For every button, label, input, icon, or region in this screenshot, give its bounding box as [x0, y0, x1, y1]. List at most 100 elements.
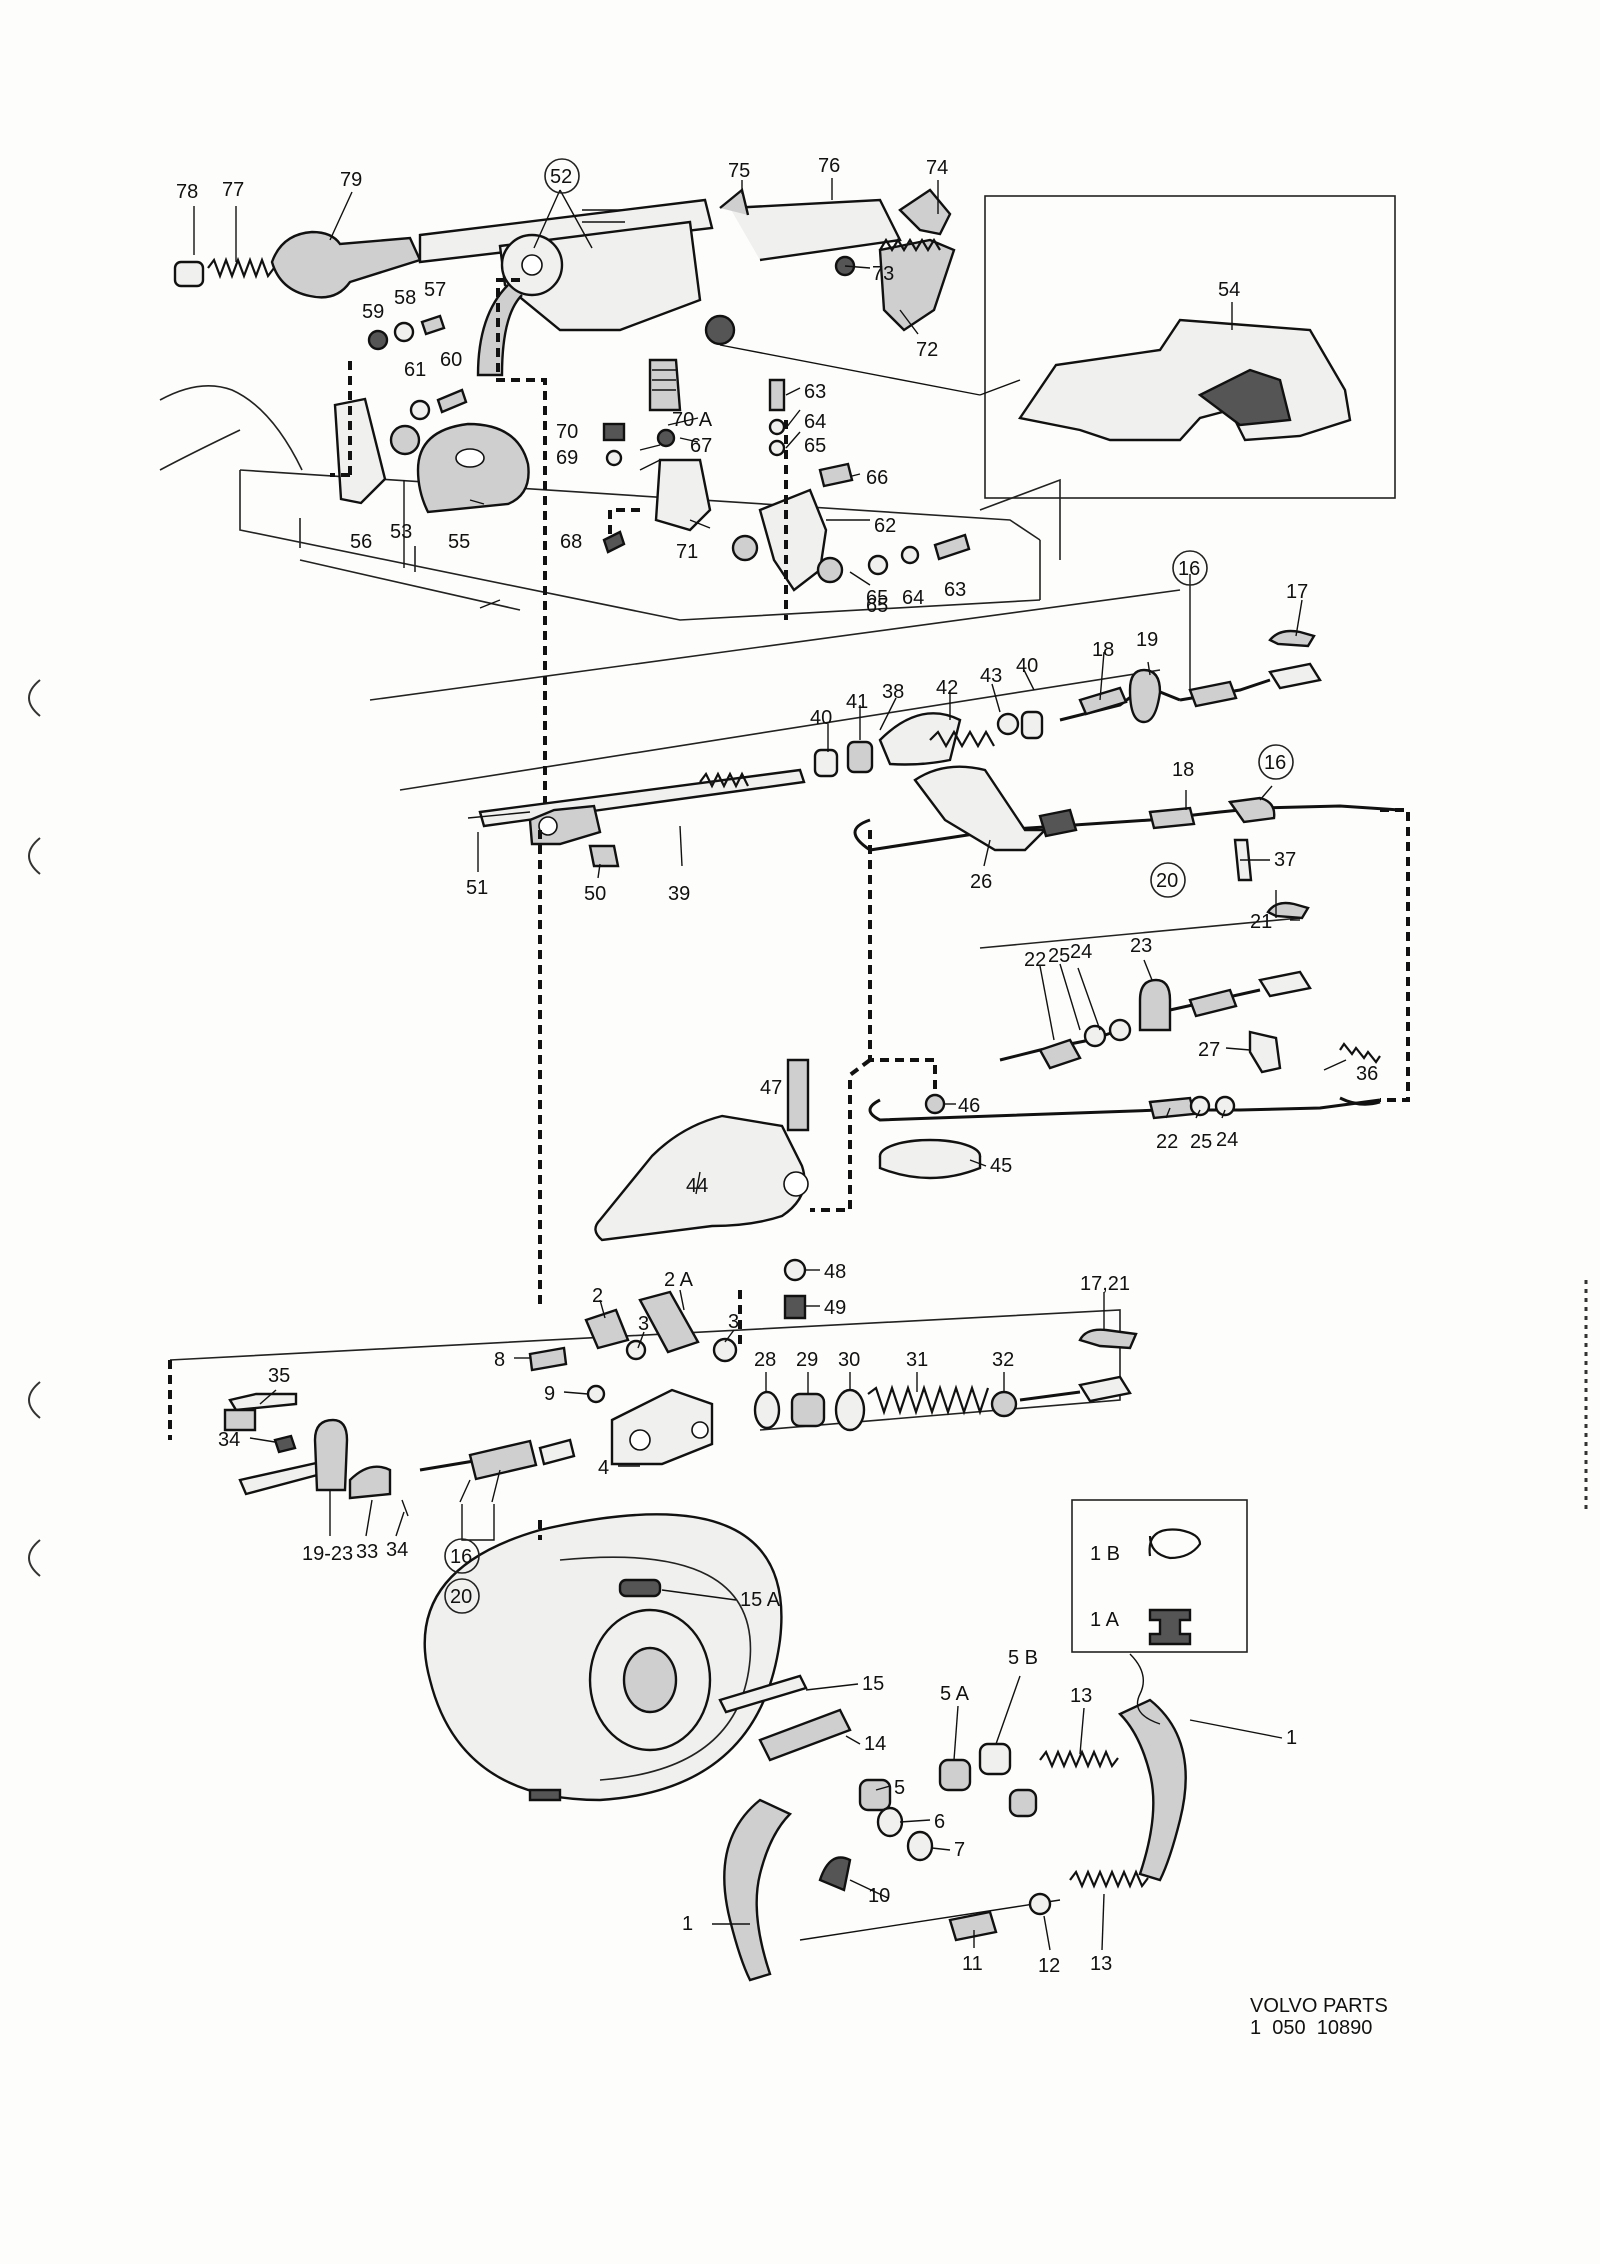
- label-26: 26: [970, 871, 992, 893]
- label-61: 61: [404, 359, 426, 381]
- pawl-rod-75: [719, 187, 750, 216]
- label-21-upper: 21: [1250, 911, 1272, 933]
- label-65-top: 65: [804, 435, 826, 457]
- nut-40-high: [1020, 710, 1044, 740]
- leader-lines: [193, 178, 1347, 1951]
- washer-9: [586, 1384, 606, 1404]
- rear-cable-adjuster: [467, 629, 1322, 868]
- label-15: 15: [862, 1673, 884, 1695]
- label-19-23: 19-23: [302, 1543, 353, 1565]
- bolt-66: [818, 462, 854, 488]
- label-12: 12: [1038, 1955, 1060, 1977]
- clip-1A: [1148, 1608, 1192, 1646]
- label-54: 54: [1218, 279, 1240, 301]
- label-19: 19: [1136, 629, 1158, 651]
- label-42: 42: [936, 677, 958, 699]
- label-65-side: 65: [866, 587, 888, 609]
- label-72: 72: [916, 339, 938, 361]
- label-3b: 3: [728, 1311, 739, 1333]
- label-41: 41: [846, 691, 868, 713]
- label-24-upper: 24: [1070, 941, 1092, 963]
- washer-64-top: [768, 418, 786, 436]
- nut-49: [783, 1294, 807, 1320]
- label-9: 9: [544, 1383, 555, 1405]
- label-43: 43: [980, 665, 1002, 687]
- label-78: 78: [176, 181, 198, 203]
- washer-65-side: [867, 554, 889, 576]
- label-11: 11: [962, 1953, 983, 1975]
- lever-pivot: [704, 314, 736, 346]
- label-29: 29: [796, 1349, 818, 1371]
- rear-cable-20: [868, 901, 1381, 1122]
- label-47: 47: [760, 1077, 782, 1099]
- footer-part-number: 1 050 10890: [1250, 2017, 1372, 2039]
- nut-24-upper: [1108, 1018, 1132, 1042]
- brake-shoe-1-right: [1117, 1698, 1187, 1882]
- bushing-5: [858, 1778, 892, 1812]
- washer-3b: [712, 1337, 738, 1363]
- label-39: 39: [668, 883, 690, 905]
- washer-3a: [625, 1339, 647, 1361]
- label-27: 27: [1198, 1039, 1220, 1061]
- label-36: 36: [1356, 1063, 1378, 1085]
- cable-sleeve-18-lower: [1148, 806, 1196, 830]
- binder-holes: [28, 679, 41, 1577]
- label-33: 33: [356, 1541, 378, 1563]
- label-16-lower: 16: [1264, 752, 1286, 774]
- label-79: 79: [340, 169, 362, 191]
- clip-10: [818, 1856, 852, 1892]
- label-44: 44: [686, 1175, 708, 1197]
- label-4: 4: [598, 1457, 609, 1479]
- label-30: 30: [838, 1349, 860, 1371]
- label-1-left: 1: [682, 1913, 693, 1935]
- label-2A: 2 A: [664, 1269, 694, 1291]
- relay-arm-44: [594, 1114, 806, 1242]
- label-13-upper: 13: [1070, 1685, 1092, 1707]
- label-34-upper: 34: [218, 1429, 240, 1451]
- label-16-bottom: 16: [450, 1546, 472, 1568]
- washer-61: [409, 399, 431, 421]
- label-25-upper: 25: [1048, 945, 1070, 967]
- washer-65-top: [768, 439, 786, 457]
- block-27: [1248, 1030, 1282, 1074]
- label-20-upper: 20: [1156, 870, 1178, 892]
- bushing-5B: [978, 1742, 1012, 1776]
- inset-frame: [719, 195, 1396, 499]
- sleeve-22-upper: [1038, 1038, 1082, 1070]
- cable-bracket-26: [853, 765, 1401, 882]
- bolt-57: [420, 314, 446, 336]
- boot-55: [416, 422, 530, 514]
- yoke-38: [878, 712, 962, 766]
- label-35: 35: [268, 1365, 290, 1387]
- pin-46: [924, 1093, 946, 1115]
- label-51: 51: [466, 877, 488, 899]
- label-74: 74: [926, 157, 948, 179]
- washer-48: [783, 1258, 807, 1282]
- label-10: 10: [868, 1885, 890, 1907]
- nut-32: [990, 1390, 1018, 1418]
- label-18-upper: 18: [1092, 639, 1114, 661]
- pawl-74: [898, 188, 952, 236]
- bushing-29: [790, 1392, 826, 1428]
- label-20-bottom: 20: [450, 1586, 472, 1608]
- label-63-top: 63: [804, 381, 826, 403]
- bolt-68: [602, 530, 626, 554]
- washer-25-lower: [1189, 1095, 1211, 1117]
- lever-15: [718, 1674, 808, 1714]
- washer-64-side: [900, 545, 920, 565]
- bushing-53: [389, 424, 421, 456]
- label-25-lower: 25: [1190, 1131, 1212, 1153]
- label-77: 77: [222, 179, 244, 201]
- clip-17-21: [1078, 1328, 1138, 1350]
- bracket-plate: [223, 1408, 257, 1432]
- label-28: 28: [754, 1349, 776, 1371]
- nut-70: [602, 422, 626, 442]
- nut-59: [367, 329, 389, 351]
- washer-6: [876, 1806, 904, 1838]
- relay-arm: [594, 1058, 982, 1320]
- label-5: 5: [894, 1777, 905, 1799]
- label-48: 48: [824, 1261, 846, 1283]
- label-63-side: 63: [944, 579, 966, 601]
- label-66: 66: [866, 467, 888, 489]
- washer-43: [996, 712, 1020, 736]
